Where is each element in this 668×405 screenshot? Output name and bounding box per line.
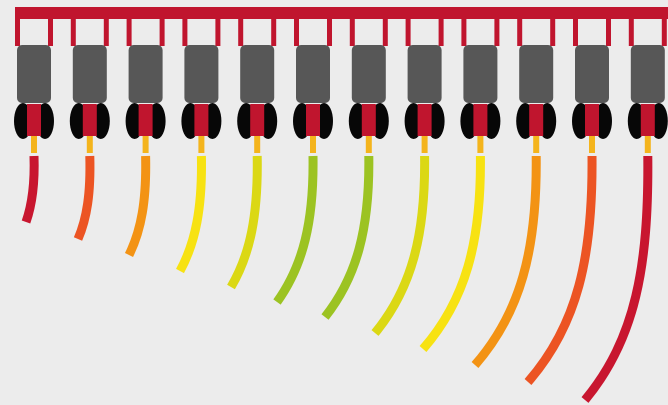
seed-hopper [463,45,498,103]
toolbar-beam [15,7,668,19]
frame-drop-right [494,18,500,46]
frame-drop-left [294,18,299,46]
seed-hopper [184,45,219,103]
planter-unit [125,18,166,153]
planter-units [14,18,668,153]
seed-hopper [128,45,163,103]
opener-disc [529,104,544,136]
frame-drop-left [517,18,523,46]
seed-tube-coupler [533,136,540,153]
planter-unit [348,18,389,153]
planter-unit [404,18,445,153]
seed-hopper [240,45,275,103]
frame-drop-left [349,18,355,46]
seed-hopper [351,45,386,103]
seed-tube-coupler [310,136,316,153]
opener-disc [361,104,376,136]
seed-hose [21,155,39,224]
seed-hose [471,155,541,368]
frame-drop-left [628,18,634,46]
frame-drop-left [70,18,76,46]
frame-drop-right [606,18,611,46]
opener-disc [473,104,488,136]
opener-disc [82,104,97,136]
seed-hose [227,155,262,290]
planter-unit [516,18,557,153]
planter-unit [237,18,278,153]
frame-drop-left [126,18,132,46]
opener-disc [194,104,209,136]
planter-unit [181,18,222,153]
seed-tube-coupler [142,136,149,153]
frame-drop-left [238,18,244,46]
seed-tube-coupler [644,136,651,153]
seed-tube-coupler [589,136,595,153]
toolbar-frame [15,7,668,19]
frame-drop-right [103,18,109,46]
seed-tube-coupler [31,136,37,153]
seed-hose [321,155,374,320]
frame-drop-right [382,18,388,46]
frame-drop-right [550,18,556,46]
opener-disc [250,104,265,136]
seed-hopper [296,45,330,103]
opener-disc [417,104,432,136]
seed-hopper [575,45,609,103]
frame-drop-left [405,18,411,46]
opener-disc [640,104,655,136]
frame-drop-left [15,18,20,46]
seed-hose [176,155,206,274]
frame-drop-left [182,18,188,46]
seed-hose [524,155,597,385]
frame-drop-left [573,18,578,46]
seed-hose [371,155,430,336]
planter-unit [627,18,668,153]
planter-unit [14,18,54,153]
seed-hose [73,155,95,241]
seed-hopper [407,45,442,103]
frame-drop-right [215,18,221,46]
seed-tube-coupler [198,136,205,153]
seed-hopper [519,45,554,103]
seed-tube-coupler [365,136,372,153]
planter-unit [293,18,333,153]
seed-hopper [630,45,665,103]
seed-hose [419,155,485,352]
seed-tube-coupler [86,136,93,153]
planter-unit [69,18,110,153]
seed-hose [273,155,318,305]
opener-disc [585,104,599,136]
opener-disc [27,104,41,136]
opener-disc [306,104,320,136]
frame-drop-right [438,18,444,46]
seed-tube-coupler [421,136,428,153]
seed-tube-coupler [477,136,484,153]
frame-drop-right [327,18,332,46]
seed-hopper [72,45,107,103]
seed-hopper [17,45,51,103]
opener-disc [138,104,153,136]
seed-tube-coupler [254,136,261,153]
frame-drop-right [271,18,277,46]
seed-hose [581,155,653,403]
planter-unit [572,18,612,153]
planter-unit [460,18,501,153]
hoses-layer [21,155,653,403]
frame-drop-right [48,18,53,46]
seed-hose [124,155,151,257]
frame-drop-left [461,18,467,46]
frame-drop-right [159,18,165,46]
frame-drop-right [661,18,667,46]
